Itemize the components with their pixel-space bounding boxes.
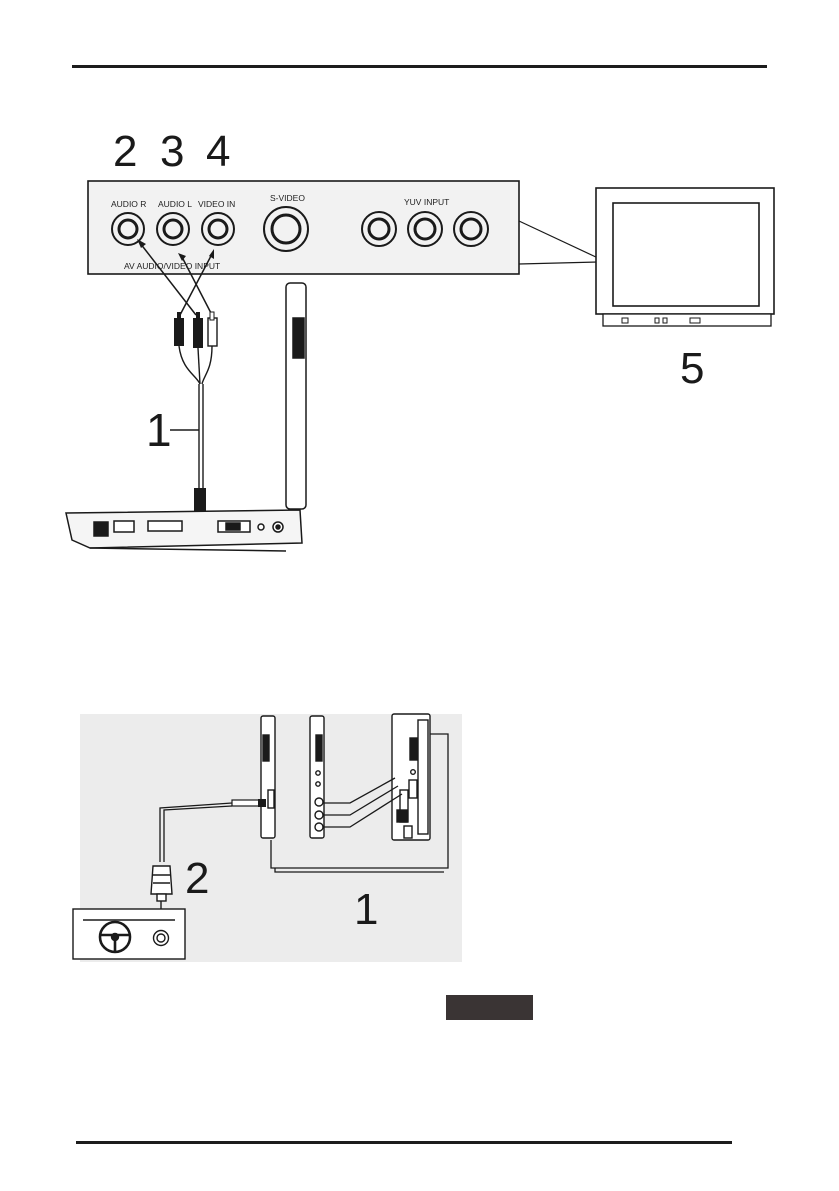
car-adapter-diagram: 2 1	[72, 713, 462, 962]
footer-rule	[76, 1141, 732, 1144]
car-dashboard	[72, 908, 186, 960]
label-s-video: S-VIDEO	[270, 193, 305, 203]
s-video-jack	[263, 206, 309, 252]
label-audio-l: AUDIO L	[158, 199, 192, 209]
av-jacks	[111, 212, 235, 246]
player-right	[391, 713, 431, 841]
tv-rear-panel	[87, 180, 520, 275]
connection-arrows	[139, 242, 213, 316]
callout-2-bottom: 2	[185, 854, 209, 903]
label-yuv-input: YUV INPUT	[404, 197, 449, 207]
television	[595, 187, 775, 327]
tv-connection-diagram: 2 3 4 5 1 AUDIO R AUDIO L VIDEO IN S-VID…	[65, 127, 775, 552]
label-video-in: VIDEO IN	[198, 199, 235, 209]
callout-1-bottom: 1	[354, 885, 378, 934]
player-left	[260, 715, 276, 839]
label-audio-r: AUDIO R	[111, 199, 146, 209]
av-cable	[170, 345, 213, 490]
rca-plugs	[174, 311, 218, 348]
callout-5: 5	[680, 344, 704, 393]
callout-2: 2	[113, 127, 137, 176]
dark-label-badge	[446, 995, 533, 1020]
portable-dvd-player	[65, 282, 307, 552]
callout-1: 1	[146, 404, 172, 456]
cables	[159, 733, 449, 873]
header-rule	[72, 65, 767, 68]
callout-4: 4	[206, 127, 230, 176]
player-middle	[309, 715, 325, 839]
callout-3: 3	[160, 127, 184, 176]
label-av-input: AV AUDIO/VIDEO INPUT	[124, 261, 220, 271]
yuv-jacks	[361, 211, 489, 247]
